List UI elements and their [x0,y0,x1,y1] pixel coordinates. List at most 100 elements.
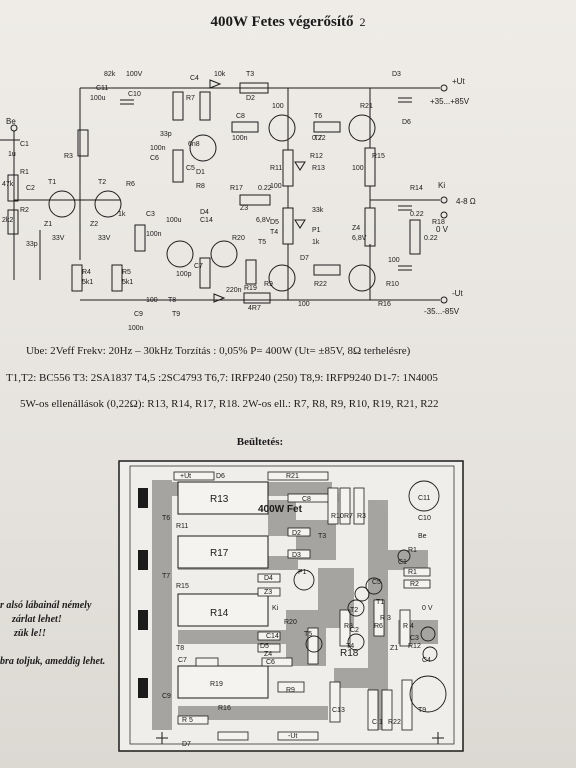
schematic-component-label: 100 [270,183,282,190]
schematic-component-label: C12 [0,40,13,42]
schematic-component-label: C2 [26,185,35,192]
schematic-component-label: 0.22 [258,185,272,192]
schematic-component-label: C5 [186,165,195,172]
output-impedance: 4-8 Ω [456,197,476,206]
schematic-component-label: C13 [0,40,13,42]
schematic-component-label: 1k [118,211,126,218]
schematic-component-label: 0.22 [312,135,326,142]
schematic-component-label: 10k [214,71,226,78]
pcb-component-label: C1 [398,559,407,566]
section-title: Beültetés: [236,436,284,448]
schematic-component-label: 100n [128,325,144,332]
schematic-component-label: C4 [190,75,199,82]
schematic-component-label: R13 [312,165,325,172]
schematic-component-label: R1 [20,169,29,176]
schematic-component-label: R22 [314,281,327,288]
spec-line-2: T1,T2: BC556 T3: 2SA1837 T4,5 :2SC4793 T… [6,372,438,384]
pcb-title: 400W Fet [258,504,303,515]
schematic-component-label: T2 [98,179,106,186]
pcb-component-label: C2 [350,627,359,634]
pcb-component-label: C6 [266,659,275,666]
schematic-component-label: R20 [232,235,245,242]
schematic-component-label: 33k [312,207,324,214]
schematic-component-label: 100V [0,40,17,42]
schematic-component-label: 47k [2,181,14,188]
schematic-component-label: T7 [314,135,322,142]
schematic-component-label: 100 [298,301,310,308]
schematic-component-label: R19 [244,285,257,292]
schematic-component-label: 1k [312,239,320,246]
pcb-component-label: T3 [318,533,326,540]
schematic-component-label: R7 [186,95,195,102]
schematic-component-label: 6,8V [352,235,367,242]
pcb-component-label: -Ut [288,733,297,740]
pcb-component-label: P1 [298,569,307,576]
pcb-component-label: Z3 [264,589,272,596]
rail-pos-label: +Ut [452,77,465,86]
pcb-component-label: C13 [332,707,345,714]
schematic-component-label: C1 [20,141,29,148]
schematic-component-label: 100 [146,297,158,304]
schematic-component-label: 100V [126,71,143,78]
pcb-component-label: R16 [218,705,231,712]
pcb-component-label: T8 [176,645,184,652]
pcb-component-label: R15 [176,583,189,590]
pcb-component-label: R3 [357,513,366,520]
spec-line-1: Ube: 2Veff Frekv: 20Hz – 30kHz Torzítás … [26,345,411,357]
pcb-component-label: R1 [408,547,417,554]
schematic-component-label: C9 [134,311,143,318]
schematic-component-label: 33p [160,131,172,138]
schematic-component-label: P1 [312,227,321,234]
pcb-component-label: +Ut [180,473,191,480]
pcb-component-label: T5 [304,631,312,638]
ground-label: 0 V [436,225,449,234]
pcb-component-label: C 1 [372,719,383,726]
schematic-component-label: 33p [26,241,38,248]
schematic-component-label: R17 [230,185,243,192]
pcb-component-label: R20 [284,619,297,626]
pcb-component-label: T7 [162,573,170,580]
schematic-component-label: 100n [146,231,162,238]
schematic-component-label: 2k2 [2,217,13,224]
schematic-component-label: 100u [90,95,106,102]
pcb-component-label: R17 [210,548,229,559]
schematic-component-label: R11 [270,165,282,172]
pcb-component-label: D2 [292,530,301,537]
pcb-component-label: T6 [162,515,170,522]
schematic-component-label: R4 [82,269,91,276]
schematic-component-label: R16 [378,301,391,308]
circuit-schematic: +Ut +35...+85V -Ut -35...-85V Be Ki 4-8 … [0,40,476,332]
schematic-component-label: R8 [196,183,205,190]
schematic-component-label: Z1 [44,221,52,228]
schematic-component-label: D2 [246,95,255,102]
schematic-component-label: 0.22 [424,235,438,242]
schematic-component-label: R14 [410,185,423,192]
schematic-component-label: R10 [386,281,399,288]
pcb-component-label: D7 [182,741,191,748]
output-label: Ki [438,181,445,190]
pcb-component-label: R8 [344,623,353,630]
schematic-component-label: R2 [20,207,29,214]
pcb-component-label: C5 [372,579,381,586]
pcb-component-label: R21 [286,473,299,480]
schematic-component-label: 6,8V [256,217,271,224]
pcb-component-label: R12 [408,643,421,650]
schematic-component-label: C14 [200,217,213,224]
pcb-component-label: C7 [178,657,187,664]
pcb-component-label: T1 [376,599,384,606]
schematic-component-label: C10 [128,91,141,98]
schematic-component-label: C3 [146,211,155,218]
schematic-component-label: R21 [360,103,373,110]
schematic-component-label: 1u [8,151,16,158]
schematic-component-label: D1 [196,169,205,176]
pcb-component-label: Be [418,533,427,540]
side-note-2: zárlat lehet! [12,614,62,625]
rail-pos-value: +35...+85V [430,97,470,106]
spec-line-3: 5W-os ellenállások (0,22Ω): R13, R14, R1… [20,398,439,410]
pcb-component-label: C10 [418,515,431,522]
rail-neg-value: -35...-85V [424,307,460,316]
schematic-component-label: 33V [98,235,111,242]
schematic-component-label: 100u [0,40,16,42]
pcb-component-label: R1 [408,569,417,576]
pcb-component-label: R14 [210,608,229,619]
